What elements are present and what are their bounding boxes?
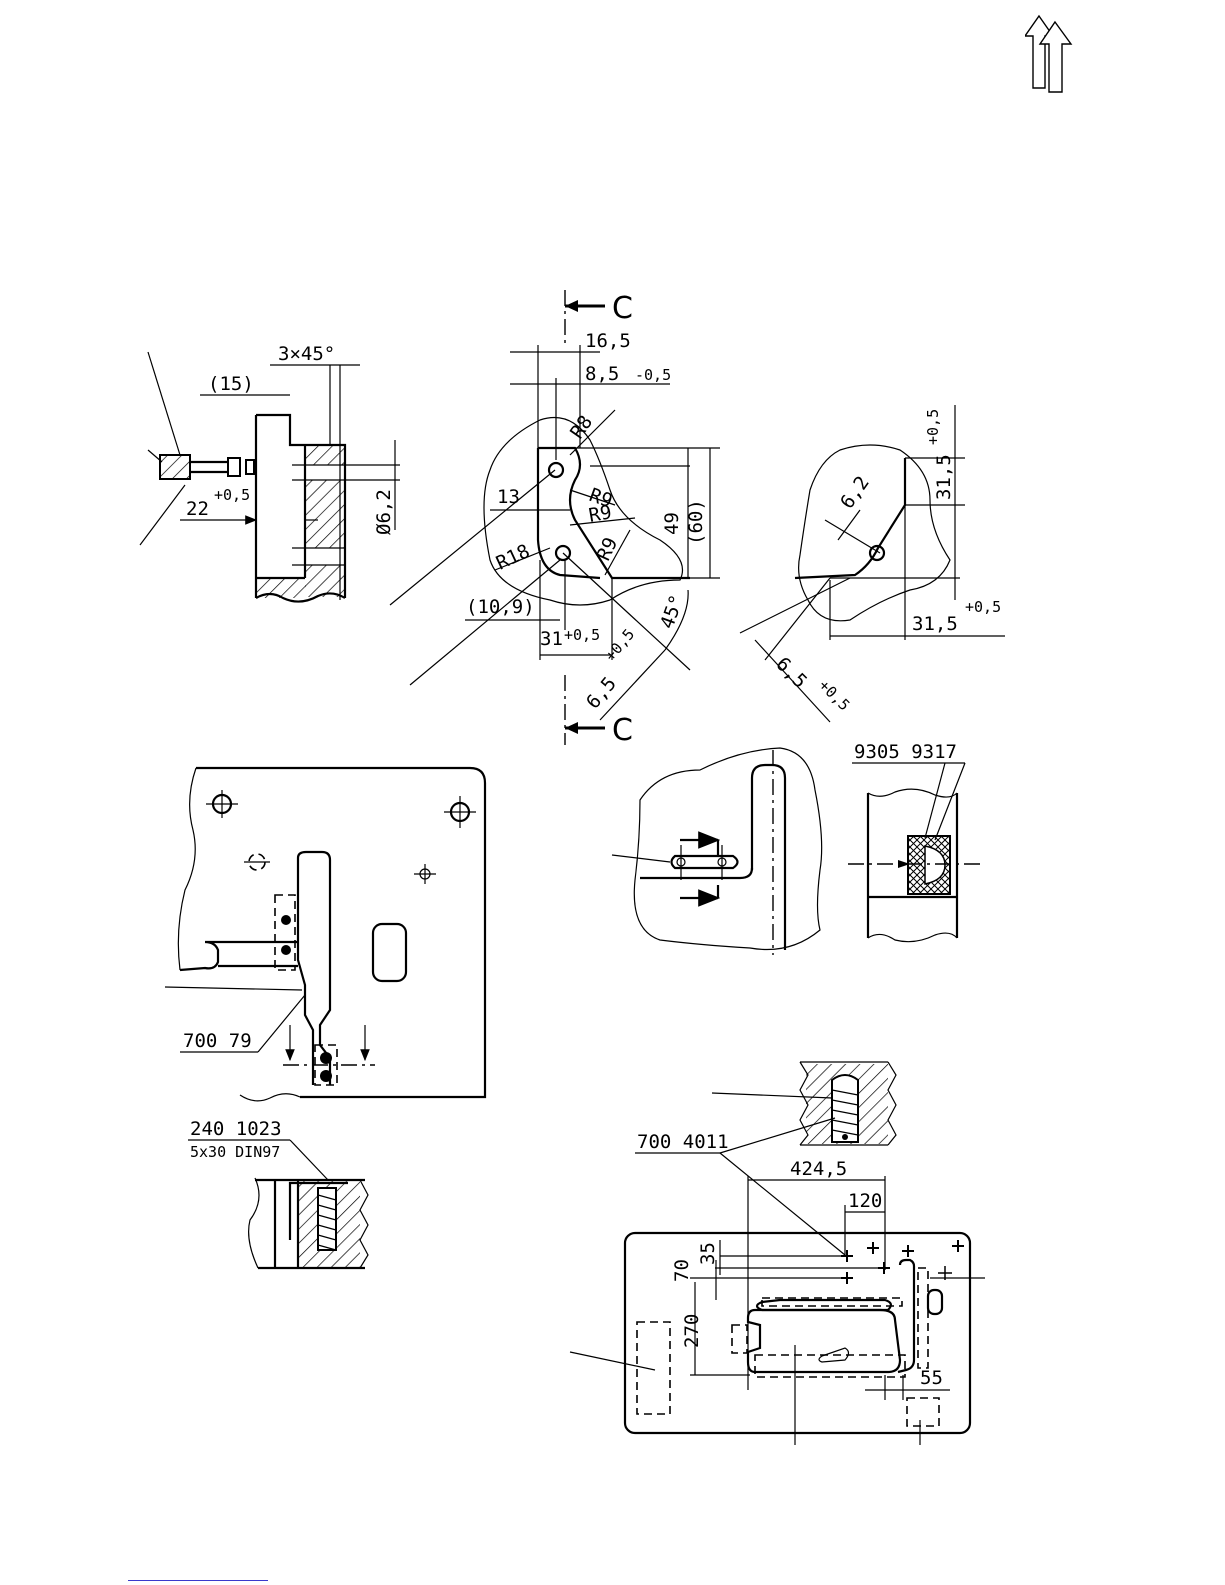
- radius-r8: R8: [566, 411, 597, 442]
- part-700-79-label: 700 79: [183, 1030, 252, 1052]
- view-screw-detail: 240 1023 5x30 DIN97: [188, 1118, 368, 1268]
- view-panel-layout: 424,5 120 35 70 270: [570, 1158, 985, 1445]
- radius-r9-c: R9: [593, 534, 623, 564]
- view-threaded-insert: 700 4011: [635, 1062, 896, 1255]
- dim-10-9: (10,9): [466, 596, 535, 618]
- dim-31-5-vertical: 31,5: [933, 454, 955, 500]
- part-240-1023-label: 240 1023: [190, 1118, 282, 1140]
- dim-31-5-horizontal: 31,5: [912, 613, 958, 635]
- dim-16-5: 16,5: [585, 330, 631, 352]
- dim-31-5-horizontal-tolerance: +0,5: [965, 598, 1001, 616]
- view-seal-section: 9305 9317: [848, 741, 985, 942]
- dim-6-2-right: 6,2: [836, 472, 874, 513]
- dim-6-5-right-tolerance: +0,5: [815, 676, 853, 714]
- dim-13: 13: [497, 486, 520, 508]
- dim-6-5-right: 6,5: [771, 653, 811, 693]
- radius-r9-b: R9: [587, 501, 613, 527]
- view-corner-right: 6,2 31,5 +0,5 31,5 +0,5 6,5 +0,5: [740, 405, 1005, 722]
- angle-45: 45°: [656, 592, 688, 632]
- chamfer-dim: 3×45°: [278, 343, 335, 365]
- view-slot-detail: [612, 748, 822, 955]
- dim-120: 120: [848, 1190, 882, 1212]
- dim-270: 270: [681, 1314, 703, 1348]
- diameter-dim: Ø6,2: [373, 489, 395, 535]
- length-15-dim: (15): [208, 373, 254, 395]
- view-corner-detail: C C 16,5 8,5 -0,5 49: [390, 290, 720, 748]
- radius-r18: R18: [493, 540, 533, 574]
- dim-70: 70: [671, 1259, 693, 1282]
- section-c-bottom-label: C: [612, 713, 633, 748]
- dim-60: (60): [685, 499, 707, 545]
- dim-31-tolerance: +0,5: [564, 626, 600, 644]
- dim-6-5-center-tolerance: +0,5: [601, 625, 638, 664]
- dim-8-5-tolerance: -0,5: [635, 366, 671, 384]
- dim-6-5-center: 6,5: [582, 673, 621, 713]
- length-22-dim: 22: [186, 498, 209, 520]
- dim-424-5: 424,5: [790, 1158, 847, 1180]
- footer-link-rule[interactable]: [128, 1580, 268, 1581]
- view-drill-section: 3×45° (15) Ø6,2 22 +0,5: [140, 343, 400, 602]
- length-22-tolerance: +0,5: [214, 486, 250, 504]
- section-c-top-label: C: [612, 291, 633, 326]
- dim-31-5-vertical-tolerance: +0,5: [924, 409, 942, 445]
- view-panel-cutout: 700 79: [165, 768, 485, 1101]
- dim-8-5: 8,5: [585, 363, 619, 385]
- part-9305-9317-label: 9305 9317: [854, 741, 957, 763]
- dim-55: 55: [920, 1367, 943, 1389]
- dim-49: 49: [661, 512, 683, 535]
- dim-31: 31: [540, 628, 563, 650]
- part-700-4011-label: 700 4011: [637, 1131, 729, 1153]
- screw-spec-label: 5x30 DIN97: [190, 1143, 280, 1161]
